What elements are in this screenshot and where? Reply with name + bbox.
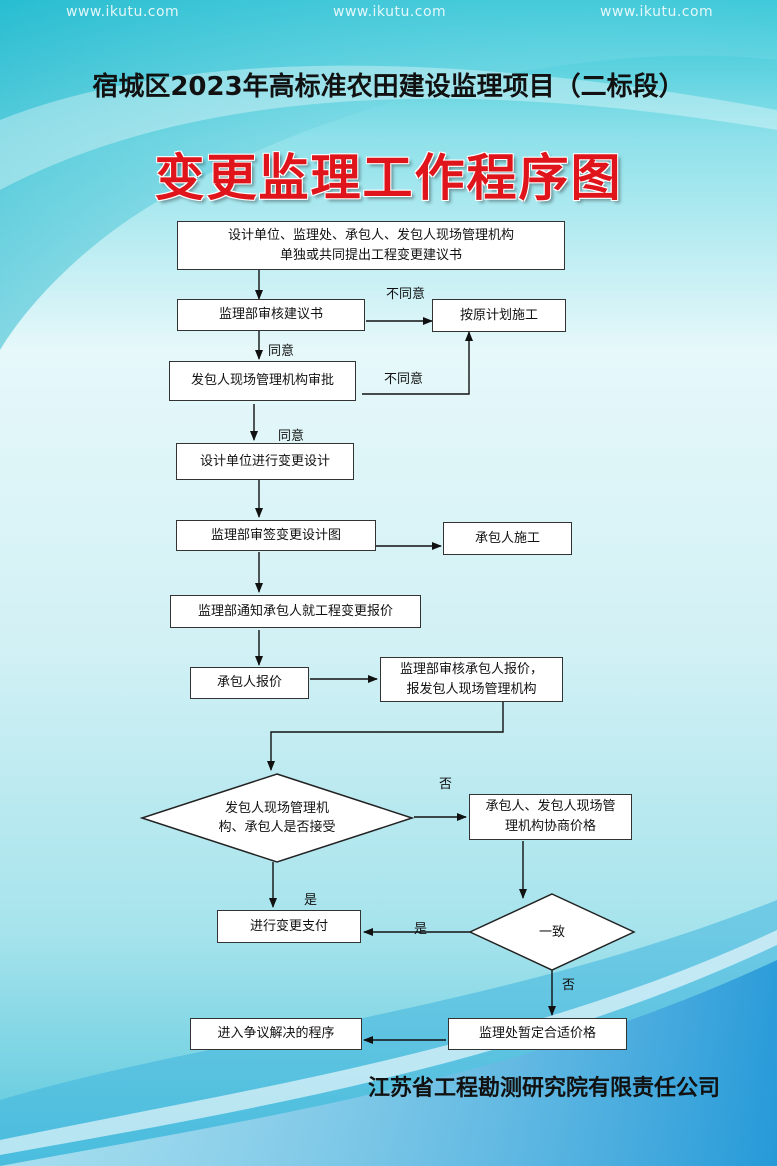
- step-notify-quote-label: 监理部通知承包人就工程变更报价: [197, 603, 393, 619]
- edge-label-agree-2: 同意: [278, 429, 305, 444]
- edge-label-yes-2: 是: [414, 922, 428, 937]
- temp-price-box: 监理处暂定合适价格: [448, 1018, 627, 1050]
- decision-consistent-diamond: [468, 893, 636, 971]
- step-proposal-line1: 设计单位、监理处、承包人、发包人现场管理机构: [227, 227, 514, 243]
- step-proposal-box: 设计单位、监理处、承包人、发包人现场管理机构 单独或共同提出工程变更建议书: [177, 221, 565, 270]
- watermark-url-left: www.ikutu.com: [66, 4, 180, 20]
- step-approval-label: 发包人现场管理机构审批: [190, 373, 334, 388]
- main-title: 变更监理工作程序图: [154, 148, 623, 207]
- edge-label-yes-1: 是: [304, 893, 318, 908]
- project-title: 宿城区2023年高标准农田建设监理项目（二标段）: [92, 72, 685, 102]
- contractor-construction-label: 承包人施工: [474, 530, 540, 546]
- edge-label-no-1: 否: [439, 777, 453, 792]
- watermark-url-right: www.ikutu.com: [600, 4, 714, 20]
- decision-accept-line1: 发包人现场管理机: [224, 801, 329, 816]
- original-plan-label: 按原计划施工: [459, 307, 538, 323]
- review-quote-box: 监理部审核承包人报价， 报发包人现场管理机构: [380, 657, 563, 702]
- company-name: 江苏省工程勘测研究院有限责任公司: [367, 1076, 720, 1101]
- edge-label-no-2: 否: [562, 978, 576, 993]
- step-sign-drawing-label: 监理部审签变更设计图: [210, 527, 341, 543]
- decision-consistent-label: 一致: [538, 924, 565, 940]
- review-quote-line2: 报发包人现场管理机构: [406, 681, 537, 697]
- contractor-construction-box: 承包人施工: [443, 522, 572, 555]
- edge-label-disagree-2: 不同意: [384, 372, 424, 387]
- step-sign-drawing-box: 监理部审签变更设计图: [176, 520, 376, 551]
- change-payment-label: 进行变更支付: [249, 918, 328, 934]
- step-review-label: 监理部审核建议书: [218, 307, 323, 322]
- dispute-resolution-box: 进入争议解决的程序: [190, 1018, 362, 1050]
- decision-accept-diamond: [139, 773, 415, 863]
- decision-accept-line2: 构、承包人是否接受: [218, 820, 336, 835]
- step-review-box: 监理部审核建议书: [177, 299, 365, 331]
- step-design-box: 设计单位进行变更设计: [176, 443, 354, 480]
- negotiate-price-box: 承包人、发包人现场管 理机构协商价格: [469, 794, 632, 840]
- change-payment-box: 进行变更支付: [217, 910, 361, 943]
- decision-diamonds: [139, 773, 636, 971]
- contractor-quote-label: 承包人报价: [216, 675, 282, 690]
- dispute-resolution-label: 进入争议解决的程序: [217, 1026, 335, 1041]
- decision-consistent-text: 一致: [502, 920, 602, 944]
- step-approval-box: 发包人现场管理机构审批: [169, 361, 356, 401]
- review-quote-line1: 监理部审核承包人报价，: [399, 661, 543, 677]
- temp-price-label: 监理处暂定合适价格: [478, 1026, 596, 1041]
- step-proposal-line2: 单独或共同提出工程变更建议书: [279, 247, 462, 263]
- step-notify-quote-box: 监理部通知承包人就工程变更报价: [170, 595, 421, 628]
- negotiate-price-line2: 理机构协商价格: [504, 819, 596, 834]
- edge-label-agree-1: 同意: [268, 344, 295, 359]
- original-plan-box: 按原计划施工: [432, 299, 566, 332]
- edge-label-disagree-1: 不同意: [386, 287, 426, 302]
- contractor-quote-box: 承包人报价: [190, 667, 309, 699]
- negotiate-price-line1: 承包人、发包人现场管: [485, 799, 616, 814]
- watermark-url-center: www.ikutu.com: [333, 4, 447, 20]
- decision-accept-text: 发包人现场管理机 构、承包人是否接受: [182, 796, 372, 840]
- step-design-label: 设计单位进行变更设计: [199, 453, 330, 469]
